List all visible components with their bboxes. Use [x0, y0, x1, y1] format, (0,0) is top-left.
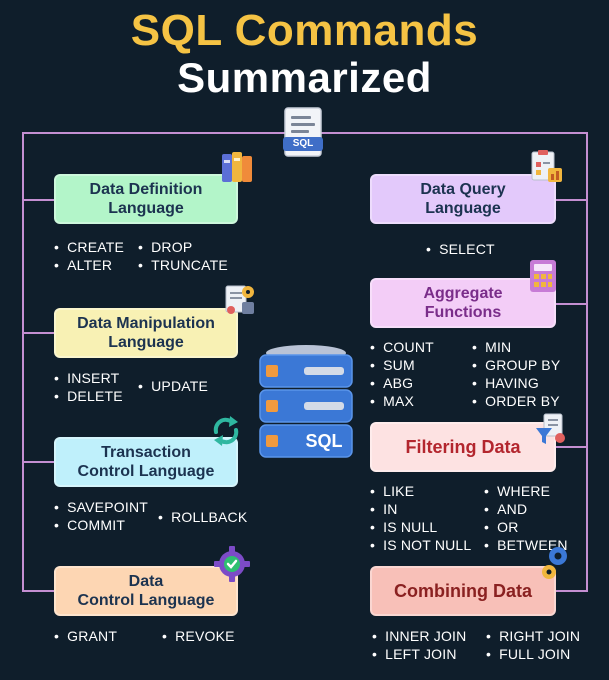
dcl-label: Data Control Language — [77, 573, 215, 609]
dcl-col-2: REVOKE — [162, 627, 235, 645]
agg-item: MIN — [472, 338, 560, 356]
combine-label: Combining Data — [394, 580, 532, 601]
ddl-item: CREATE — [54, 238, 124, 256]
tcl-col-1: SAVEPOINT COMMIT — [54, 498, 148, 534]
filter-item: IN — [370, 500, 471, 518]
filter-item: BETWEEN — [484, 536, 568, 554]
gear-check-icon — [212, 544, 252, 584]
agg-label: Aggregate Functions — [423, 285, 503, 321]
dql-label: Data Query Language — [420, 181, 506, 217]
agg-item: SUM — [370, 356, 434, 374]
agg-item: ABG — [370, 374, 434, 392]
connector-agg — [556, 303, 588, 305]
dml-item: UPDATE — [138, 377, 208, 395]
filter-funnel-icon — [534, 412, 568, 446]
connector-dcl — [22, 590, 54, 592]
connector-dml — [22, 332, 54, 334]
connector-ddl — [22, 199, 54, 201]
combine-item: INNER JOIN — [372, 627, 466, 645]
connector-combine — [556, 590, 588, 592]
filter-item: IS NULL — [370, 518, 471, 536]
ddl-item: TRUNCATE — [138, 256, 228, 274]
combine-col-1: INNER JOIN LEFT JOIN — [372, 627, 466, 663]
filter-label: Filtering Data — [405, 436, 521, 457]
dql-col-1: SELECT — [426, 240, 495, 258]
filter-item: AND — [484, 500, 568, 518]
tcl-item: ROLLBACK — [158, 508, 247, 526]
combine-box: Combining Data — [370, 566, 556, 616]
ddl-col-1: CREATE ALTER — [54, 238, 124, 274]
ddl-col-2: DROP TRUNCATE — [138, 238, 228, 274]
dcl-item: REVOKE — [162, 627, 235, 645]
agg-commands: COUNT SUM ABG MAX MIN GROUP BY HAVING OR… — [370, 338, 570, 414]
agg-item: ORDER BY — [472, 392, 560, 410]
ddl-box: Data Definition Language — [54, 174, 238, 224]
ddl-item: ALTER — [54, 256, 124, 274]
ddl-commands: CREATE ALTER DROP TRUNCATE — [54, 238, 244, 278]
filter-item: LIKE — [370, 482, 471, 500]
tcl-label: Transaction Control Language — [77, 444, 215, 480]
ddl-item: DROP — [138, 238, 228, 256]
agg-item: HAVING — [472, 374, 560, 392]
tcl-col-2: ROLLBACK — [158, 508, 247, 526]
agg-item: GROUP BY — [472, 356, 560, 374]
title-line-1: SQL Commands — [130, 6, 479, 55]
dql-item: SELECT — [426, 240, 495, 258]
dcl-col-1: GRANT — [54, 627, 117, 645]
filter-item: OR — [484, 518, 568, 536]
combine-col-2: RIGHT JOIN FULL JOIN — [486, 627, 580, 663]
agg-col-2: MIN GROUP BY HAVING ORDER BY — [472, 338, 560, 410]
tcl-box: Transaction Control Language — [54, 437, 238, 487]
agg-box: Aggregate Functions — [370, 278, 556, 328]
dml-item: INSERT — [54, 369, 123, 387]
sql-document-label: SQL — [292, 138, 314, 149]
dml-box: Data Manipulation Language — [54, 308, 238, 358]
calculator-icon — [528, 258, 558, 294]
title-line-2: Summarized — [177, 54, 432, 101]
combine-item: RIGHT JOIN — [486, 627, 580, 645]
refresh-arrows-icon — [210, 414, 242, 448]
binders-icon — [220, 150, 254, 184]
combine-item: FULL JOIN — [486, 645, 580, 663]
sql-document-icon: SQL — [281, 106, 327, 160]
agg-item: MAX — [370, 392, 434, 410]
filter-commands: LIKE IN IS NULL IS NOT NULL WHERE AND OR… — [370, 482, 580, 558]
agg-col-1: COUNT SUM ABG MAX — [370, 338, 434, 410]
dcl-item: GRANT — [54, 627, 117, 645]
dcl-commands: GRANT REVOKE — [54, 627, 264, 647]
tcl-commands: SAVEPOINT COMMIT ROLLBACK — [54, 498, 264, 538]
filter-item: IS NOT NULL — [370, 536, 471, 554]
dql-commands: SELECT — [426, 240, 546, 260]
dml-col-1: INSERT DELETE — [54, 369, 123, 405]
connector-dql — [556, 199, 588, 201]
combine-commands: INNER JOIN LEFT JOIN RIGHT JOIN FULL JOI… — [372, 627, 602, 667]
agg-item: COUNT — [370, 338, 434, 356]
dml-commands: INSERT DELETE UPDATE — [54, 369, 244, 409]
filter-col-2: WHERE AND OR BETWEEN — [484, 482, 568, 554]
document-gear-icon — [222, 282, 258, 318]
dml-label: Data Manipulation Language — [77, 315, 215, 351]
connector-filter — [556, 446, 588, 448]
ddl-label: Data Definition Language — [89, 181, 203, 217]
database-label: SQL — [305, 431, 343, 451]
filter-box: Filtering Data — [370, 422, 556, 472]
combine-item: LEFT JOIN — [372, 645, 466, 663]
tcl-item: SAVEPOINT — [54, 498, 148, 516]
connector-tcl — [22, 461, 54, 463]
database-icon: SQL — [256, 343, 356, 461]
gears-icon — [540, 544, 572, 582]
clipboard-chart-icon — [528, 148, 564, 184]
filter-item: WHERE — [484, 482, 568, 500]
dql-box: Data Query Language — [370, 174, 556, 224]
dml-item: DELETE — [54, 387, 123, 405]
dml-col-2: UPDATE — [138, 377, 208, 395]
tcl-item: COMMIT — [54, 516, 148, 534]
filter-col-1: LIKE IN IS NULL IS NOT NULL — [370, 482, 471, 554]
dcl-box: Data Control Language — [54, 566, 238, 616]
